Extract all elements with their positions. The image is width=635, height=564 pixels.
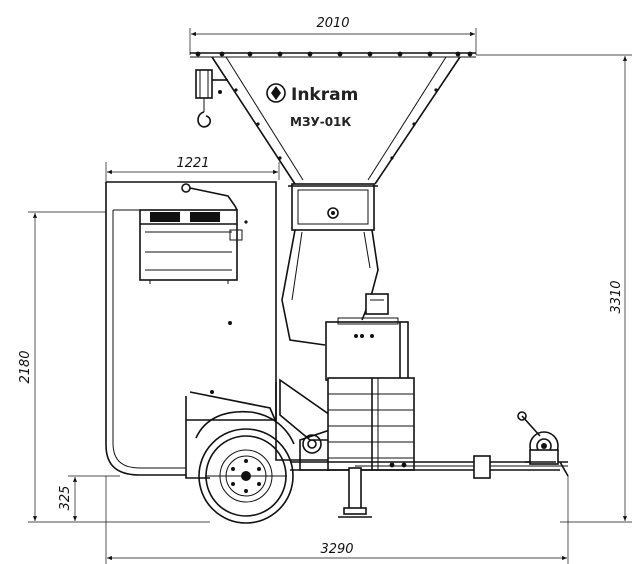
- hopper-bolts: [195, 51, 473, 160]
- dimension-body-height: 2180: [18, 211, 210, 523]
- tow-hitch: [517, 411, 559, 465]
- feed-chute: [281, 183, 379, 346]
- dimension-frame-height: 325: [58, 475, 120, 521]
- main-body: [105, 181, 277, 476]
- model-name: МЗУ-01К: [290, 115, 351, 129]
- dimension-body-width: 1221: [105, 156, 280, 215]
- hoist-hook: [195, 69, 228, 128]
- dimension-total-height: 3310: [476, 54, 632, 523]
- dimension-total-length: 3290: [105, 476, 569, 564]
- fender: [185, 391, 295, 479]
- brand-logo: Inkram МЗУ-01К: [266, 83, 358, 129]
- support-jack: [338, 467, 372, 518]
- engine-block: [325, 293, 409, 381]
- dimension-label-total-height: 3310: [609, 280, 624, 313]
- dimension-label-total-length: 3290: [320, 542, 353, 557]
- dimension-label-hopper-width: 2010: [316, 16, 349, 31]
- engine-cage: [327, 377, 415, 471]
- brand-name: Inkram: [291, 85, 358, 105]
- hopper: Inkram МЗУ-01К: [190, 51, 476, 185]
- dimension-label-body-width: 1221: [176, 156, 209, 171]
- wheel: [198, 428, 294, 524]
- dimension-label-body-height: 2180: [18, 350, 33, 383]
- chassis-frame: [290, 455, 569, 479]
- control-panel: [139, 183, 243, 284]
- dimension-label-frame-height: 325: [58, 486, 73, 511]
- dimension-hopper-width: 2010: [189, 16, 477, 55]
